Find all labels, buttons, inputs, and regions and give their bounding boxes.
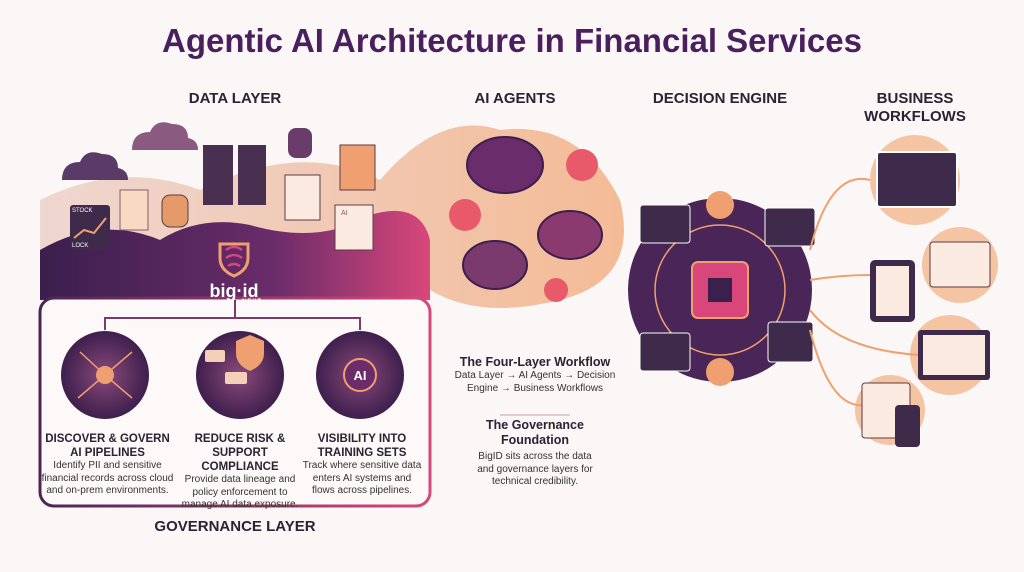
lock-label: LOCK — [72, 243, 89, 249]
capability-desc: financial records across cloud — [41, 472, 174, 484]
capability-title: SUPPORT COMPLIANCE — [201, 447, 279, 473]
foundation-text: and governance layers for — [477, 463, 593, 475]
workflow-text: Engine → Business Workflows — [467, 382, 603, 394]
capability-discover: DISCOVER & GOVERN AI PIPELINES Identify … — [40, 432, 175, 498]
workflow-summary: The Four-Layer Workflow Data Layer → AI … — [445, 355, 625, 395]
svg-text:AI: AI — [354, 368, 367, 383]
logo-text: big·id — [209, 281, 259, 301]
capability-title: TRAINING SETS — [317, 447, 407, 459]
decision-engine-heading: DECISION ENGINE — [652, 90, 788, 107]
shield-icon — [236, 335, 264, 371]
data-layer-icons — [62, 122, 376, 251]
fingerprint-shield-icon — [218, 242, 250, 278]
capability-desc: Identify PII and sensitive — [53, 460, 162, 471]
ai-agents-heading: AI AGENTS — [474, 90, 556, 107]
page-title: Agentic AI Architecture in Financial Ser… — [162, 22, 862, 59]
business-workflow-screens — [809, 135, 998, 447]
foundation-title: Foundation — [500, 433, 570, 447]
ai-doc-label: AI — [341, 210, 348, 217]
capability-desc: flows across pipelines. — [311, 485, 413, 496]
capability-desc: and on-prem environments. — [46, 485, 169, 496]
workflow-text: Data Layer → AI Agents → Decision — [454, 370, 616, 381]
capability-desc: manage AI data exposure. — [181, 499, 299, 510]
capability-title: DISCOVER & GOVERN — [45, 433, 170, 445]
capability-title: VISIBILITY INTO — [317, 433, 407, 445]
ai-agent-brains — [449, 136, 603, 302]
heading-line: WORKFLOWS — [864, 108, 966, 125]
capability-visibility: VISIBILITY INTO TRAINING SETS Track wher… — [302, 432, 422, 498]
foundation-title: The Governance — [486, 418, 584, 432]
foundation-text: BigID sits across the data — [478, 451, 592, 462]
capability-title: AI PIPELINES — [70, 447, 145, 459]
logo-subtext: NEXT — [241, 299, 262, 305]
stock-label: STOCK — [72, 208, 93, 214]
foundation-text: technical credibility. — [492, 476, 578, 487]
capability-desc: enters AI systems and — [312, 472, 412, 484]
capability-desc: policy enforcement to — [192, 486, 288, 498]
heading-line: BUSINESS — [876, 90, 954, 107]
bigid-logo: big·id NEXT — [206, 238, 262, 305]
governance-layer-heading: GOVERNANCE LAYER — [154, 518, 316, 535]
capability-title: REDUCE RISK & — [194, 433, 286, 445]
data-layer-heading: DATA LAYER — [188, 90, 282, 107]
capability-desc: Track where sensitive data — [302, 460, 422, 471]
capability-desc: Provide data lineage and — [184, 474, 296, 485]
governance-foundation: The Governance Foundation BigID sits acr… — [445, 418, 625, 489]
capability-risk: REDUCE RISK & SUPPORT COMPLIANCE Provide… — [175, 432, 305, 512]
workflow-title: The Four-Layer Workflow — [459, 355, 611, 369]
decision-engine-graphic — [628, 191, 816, 386]
